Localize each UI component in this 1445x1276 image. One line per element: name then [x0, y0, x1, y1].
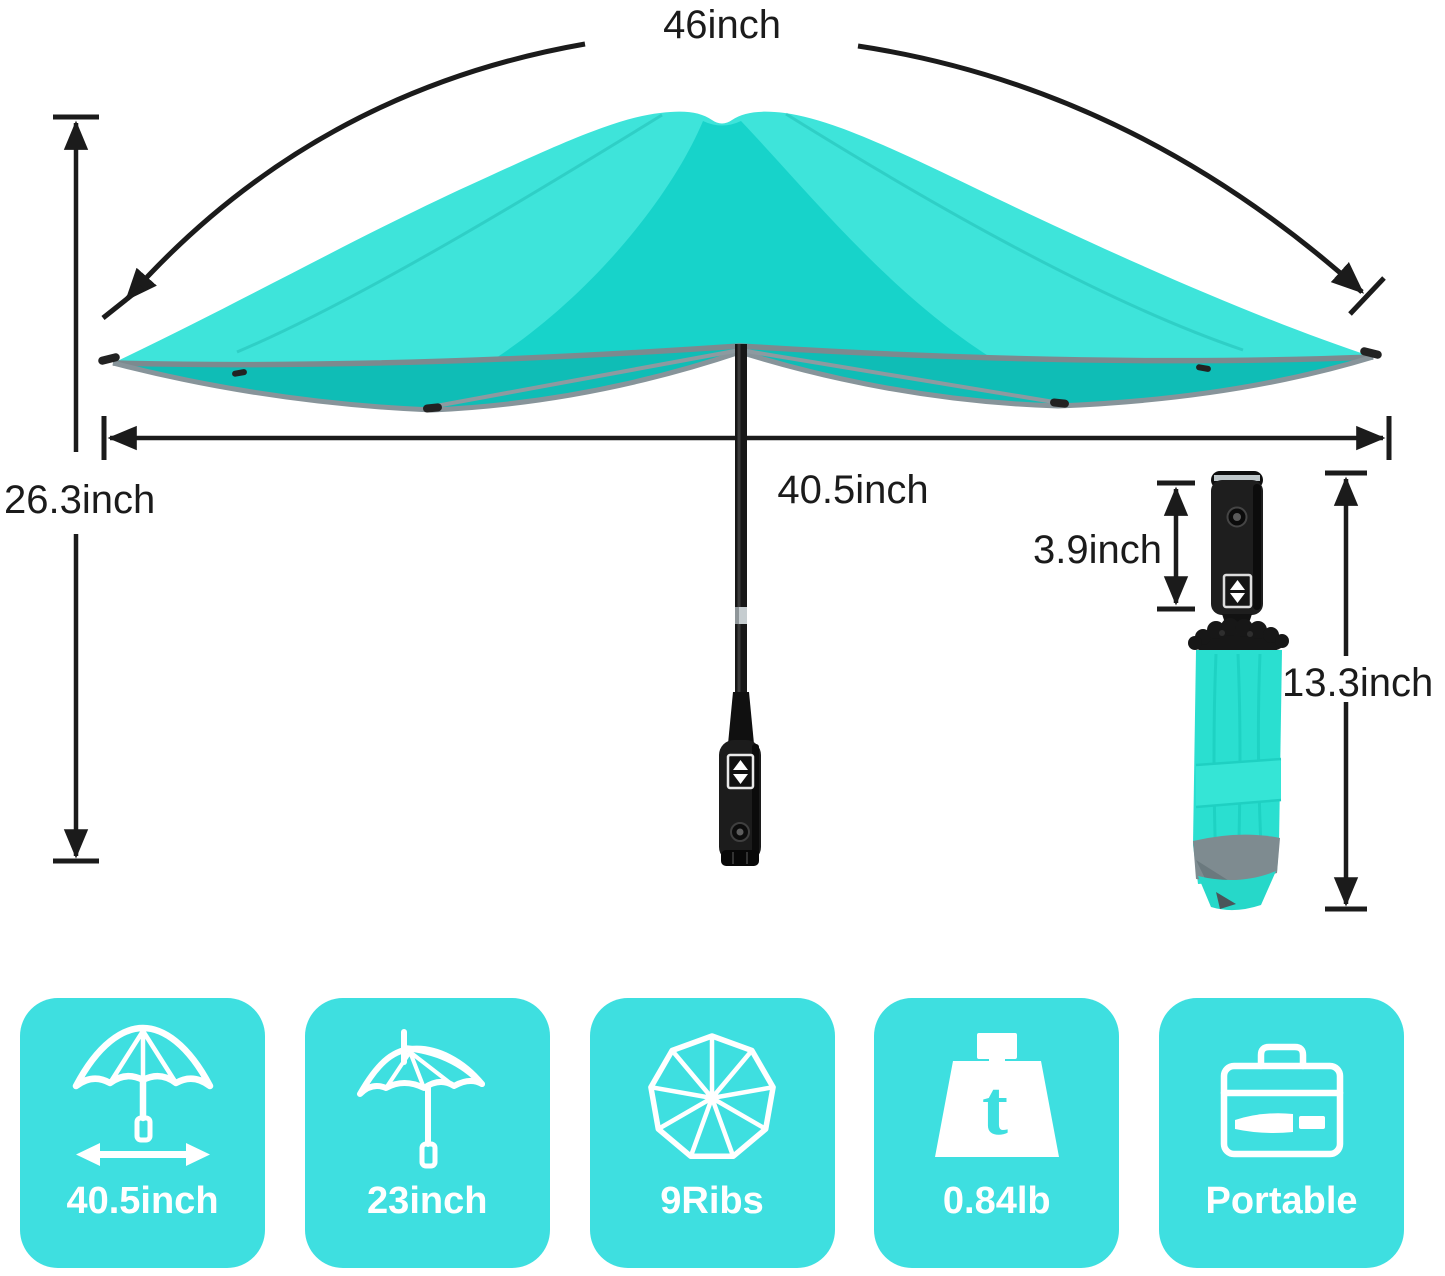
feature-label: Portable: [1205, 1180, 1358, 1222]
nine-ribs-top-view-icon: [648, 1033, 776, 1160]
weight-glyph: t: [982, 1064, 1008, 1151]
feature-label: 23inch: [367, 1180, 488, 1222]
tilted-umbrella-icon: [357, 1029, 486, 1169]
rib-tips: [98, 347, 1382, 413]
folded-rib-tip-crown: [1188, 618, 1289, 655]
handle-neck: [728, 692, 754, 744]
canopy-seams: [236, 112, 1244, 354]
open-height-label: 26.3inch: [4, 478, 155, 522]
handle-updown-button: [726, 753, 755, 790]
handle-base-cap: [721, 850, 759, 866]
folded-length-label: 13.3inch: [1282, 661, 1433, 705]
feature-label: 0.84lb: [942, 1180, 1051, 1222]
briefcase-umbrella-icon: [1220, 1043, 1343, 1158]
folded-handle: [1211, 471, 1263, 629]
shaft: [735, 344, 747, 696]
folded-strap: [1196, 759, 1281, 807]
folded-handle-silver-band: [1214, 475, 1260, 481]
width-arrow: [75, 1143, 210, 1166]
feature-label: 40.5inch: [66, 1180, 219, 1222]
folded-length-arrow: [1325, 470, 1367, 912]
folded-gray-wrap: [1193, 834, 1280, 881]
feature-label: 9Ribs: [660, 1180, 764, 1222]
umbrella-folded: [1188, 471, 1289, 911]
arc-left-segment: [125, 41, 586, 302]
open-umbrella-width-icon: [72, 1024, 213, 1166]
arc-right-tick: [1348, 276, 1386, 316]
canopy-center-panel: [482, 121, 998, 367]
handle-round-button: [730, 822, 750, 842]
arc-width-label: 46inch: [663, 3, 781, 47]
feature-badge-weight: t 0.84lb: [874, 998, 1120, 1268]
canopy-diameter-label: 40.5inch: [777, 468, 928, 512]
dimension-diagram: 46inch 26.3inch: [4, 3, 1433, 912]
umbrella-open: [98, 111, 1382, 866]
feature-badge-portable: Portable: [1159, 998, 1404, 1268]
folded-bottom-tip: [1198, 871, 1276, 911]
handle: [719, 692, 761, 866]
handle-length-label: 3.9inch: [1033, 528, 1162, 572]
open-height-arrow: [53, 114, 99, 864]
folded-canopy: [1193, 650, 1282, 911]
folded-handle-updown-button: [1222, 573, 1253, 609]
folded-handle-round-button: [1226, 506, 1248, 528]
arc-width-arrow: [101, 41, 1386, 320]
feature-badge-ribs: 9Ribs: [589, 998, 835, 1268]
arc-left-tick: [101, 285, 144, 320]
weight-icon: t: [934, 1033, 1059, 1157]
folded-umbrella-silhouette: [1234, 1113, 1325, 1133]
feature-badge-umbrella-length: 23inch: [304, 998, 550, 1268]
feature-badge-canopy-width: 40.5inch: [20, 998, 265, 1268]
feature-badges: 40.5inch 23inch 9Ribs: [20, 998, 1404, 1268]
arc-right-segment: [857, 43, 1365, 294]
handle-length-arrow: [1157, 480, 1195, 612]
